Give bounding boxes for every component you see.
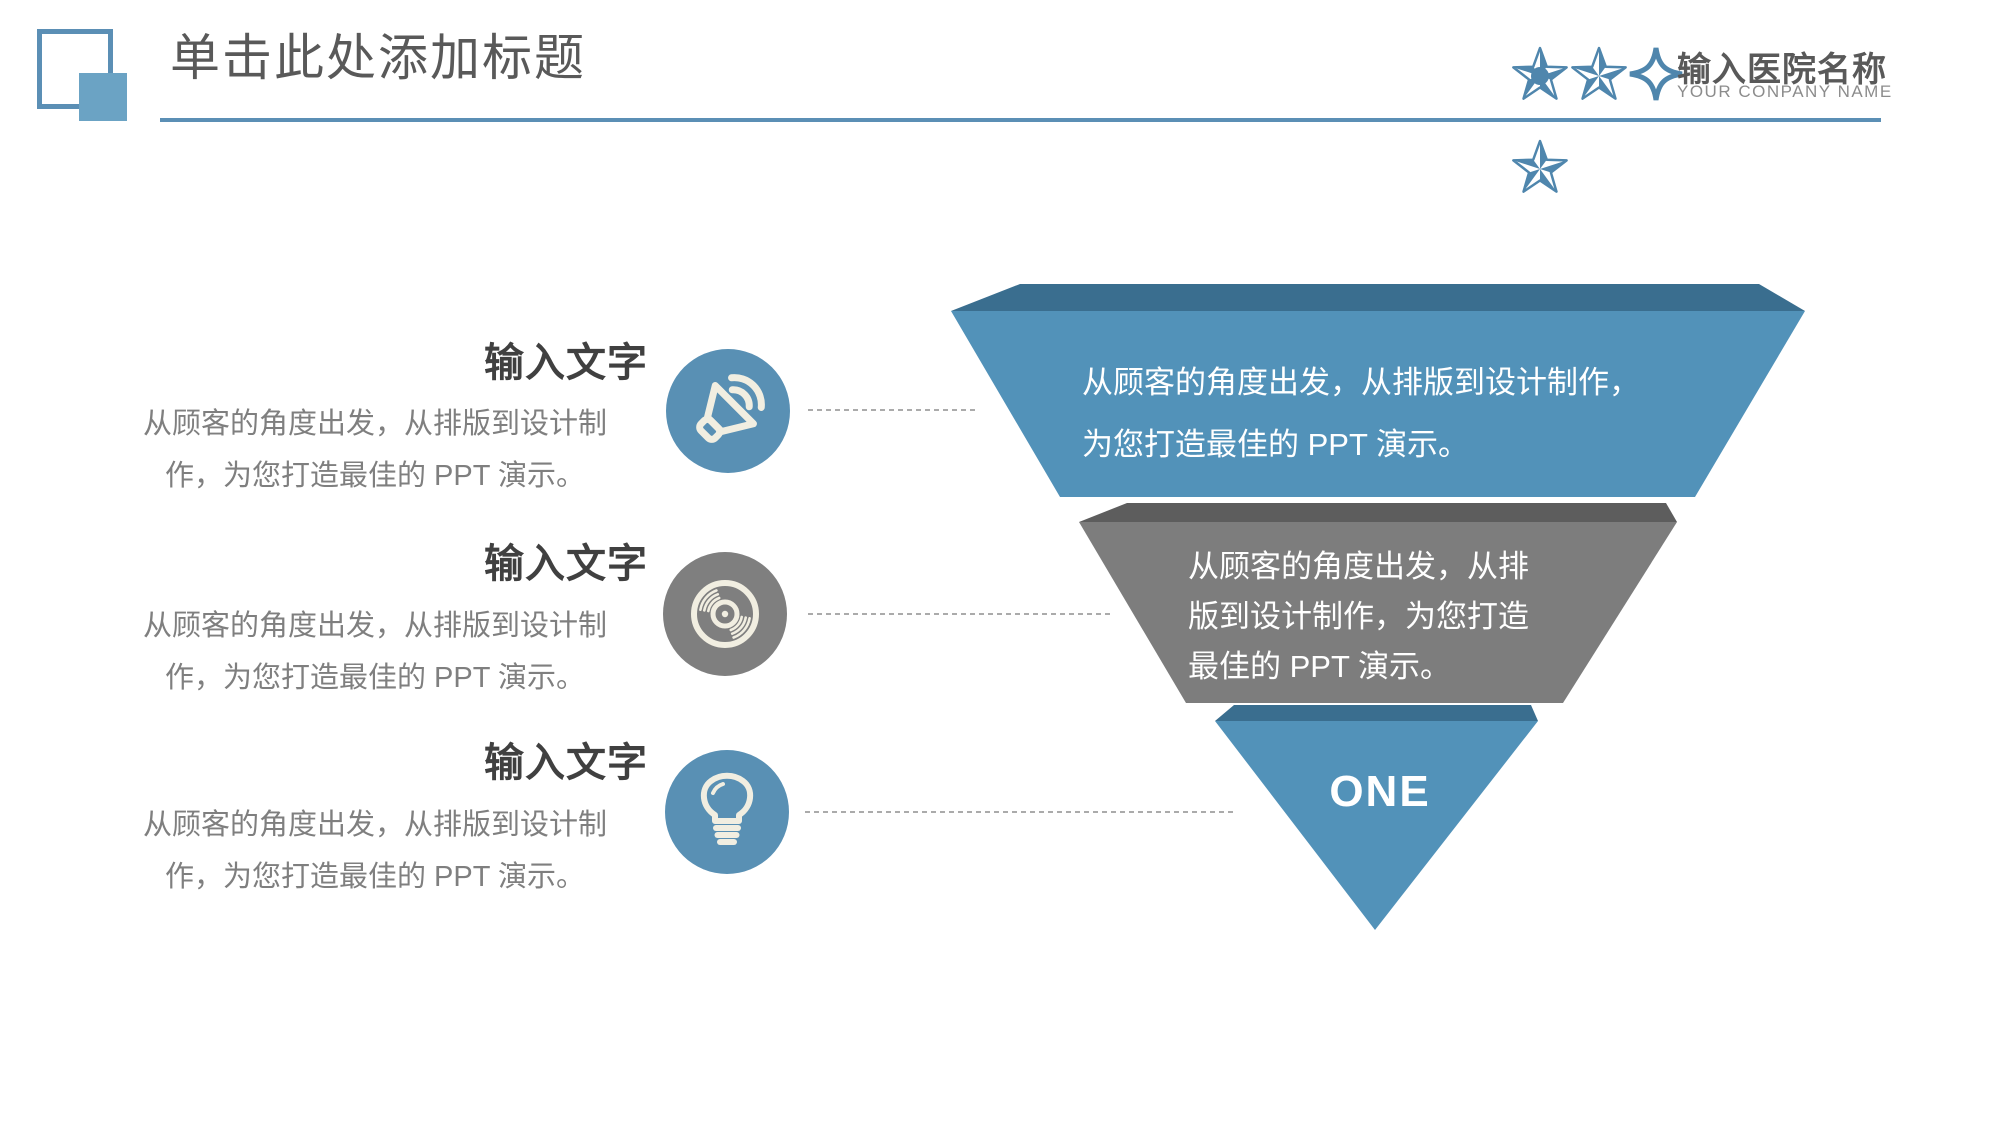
item2-body-line1: 从顾客的角度出发，从排版到设计制 <box>142 610 607 642</box>
item3-body-line2: 作，为您打造最佳的 PPT 演示。 <box>165 861 585 893</box>
funnel-level2-line1: 从顾客的角度出发，从排 <box>1188 549 1529 584</box>
cd-disc-icon <box>663 552 787 676</box>
item1-body-line2: 作，为您打造最佳的 PPT 演示。 <box>165 460 585 492</box>
item1-heading: 输入文字 <box>484 341 648 385</box>
item1-body: 从顾客的角度出发，从排版到设计制 作，为您打造最佳的 PPT 演示。 <box>100 398 650 502</box>
title-decoration-filled-square <box>79 73 127 121</box>
title-underline <box>160 118 1881 122</box>
funnel-level3-top-face <box>1215 705 1538 721</box>
funnel-level2-top-face <box>1079 503 1677 522</box>
funnel-level1-text: 从顾客的角度出发，从排版到设计制作， 为您打造最佳的 PPT 演示。 <box>1082 352 1742 476</box>
item3-heading: 输入文字 <box>484 741 648 785</box>
sparkle-icon <box>1629 47 1683 101</box>
lightbulb-icon <box>665 750 789 874</box>
funnel-level1-top-face <box>951 284 1805 311</box>
item2-body-line2: 作，为您打造最佳的 PPT 演示。 <box>165 662 585 694</box>
funnel-level3-label: ONE <box>1329 767 1431 816</box>
star-icon <box>1512 46 1568 100</box>
item2-heading: 输入文字 <box>484 542 648 586</box>
funnel-level3-triangle <box>1215 721 1538 930</box>
funnel-level2-text: 从顾客的角度出发，从排 版到设计制作，为您打造 最佳的 PPT 演示。 <box>1188 542 1608 692</box>
slide-title: 单击此处添加标题 <box>170 30 586 86</box>
funnel-level2-line3: 最佳的 PPT 演示。 <box>1188 649 1451 684</box>
item3-body-line1: 从顾客的角度出发，从排版到设计制 <box>142 809 607 841</box>
title-decoration-outline-square <box>37 29 113 109</box>
funnel-level1-front-face <box>951 311 1805 497</box>
funnel-level1-line2: 为您打造最佳的 PPT 演示。 <box>1082 427 1469 462</box>
item1-body-line1: 从顾客的角度出发，从排版到设计制 <box>142 408 607 440</box>
item2-body: 从顾客的角度出发，从排版到设计制 作，为您打造最佳的 PPT 演示。 <box>100 600 650 704</box>
speaker-icon <box>666 349 790 473</box>
funnel-level2-line2: 版到设计制作，为您打造 <box>1188 599 1529 634</box>
funnel-level2-front-face <box>1079 522 1677 703</box>
logo-stars-icon <box>1512 46 1683 193</box>
funnel-level1-line1: 从顾客的角度出发，从排版到设计制作， <box>1082 365 1640 400</box>
company-name-cn: 输入医院名称 <box>1677 51 1887 89</box>
company-name-en: YOUR CONPANY NAME <box>1677 82 1893 101</box>
item3-body: 从顾客的角度出发，从排版到设计制 作，为您打造最佳的 PPT 演示。 <box>100 799 650 903</box>
